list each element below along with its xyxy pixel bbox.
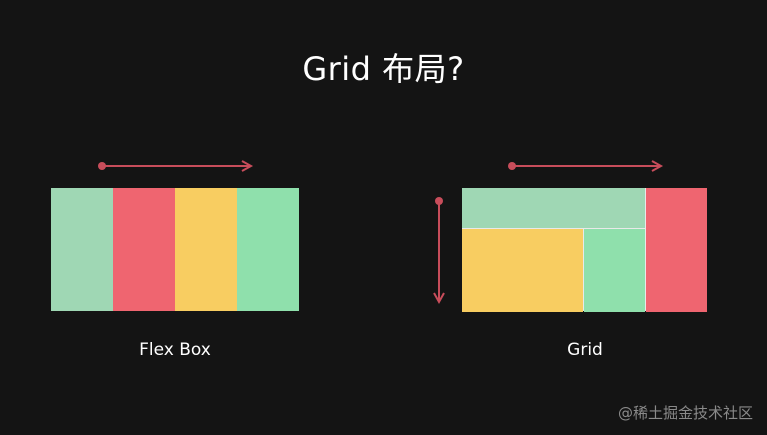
watermark: @稀土掘金技术社区 xyxy=(617,404,753,422)
grid-cell-bottom-left xyxy=(462,229,583,312)
grid-diagram xyxy=(462,188,707,312)
flex-horizontal-arrow xyxy=(98,160,254,172)
flex-item-1 xyxy=(51,188,113,311)
flex-box-caption: Flex Box xyxy=(139,340,211,360)
flex-item-4 xyxy=(237,188,299,311)
grid-cell-right xyxy=(646,188,707,312)
grid-horizontal-arrow xyxy=(508,160,664,172)
flex-item-3 xyxy=(175,188,237,311)
grid-vertical-arrow xyxy=(433,197,445,305)
flex-item-2 xyxy=(113,188,175,311)
grid-caption: Grid xyxy=(567,340,603,360)
page-title: Grid 布局? xyxy=(302,50,465,88)
grid-cell-bottom-middle xyxy=(584,229,645,312)
flex-box-diagram xyxy=(51,188,299,311)
grid-cell-top xyxy=(462,188,645,228)
